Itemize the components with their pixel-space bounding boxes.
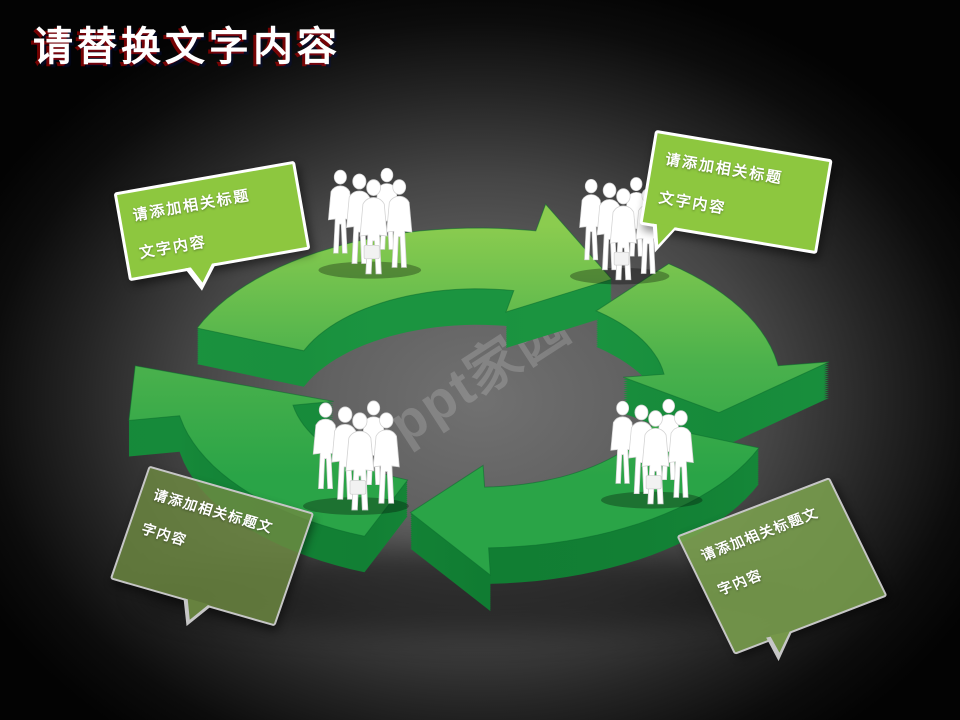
callout-body-text: 文字内容 [657, 189, 728, 218]
page-title: 请替换文字内容 [33, 25, 341, 69]
cycle-arrow-segment-1 [196, 203, 613, 387]
cycle-arrow-segment-2 [595, 263, 830, 449]
cycle-arrow-ring [128, 203, 830, 612]
callout-tail [653, 223, 676, 248]
callout-title-text: 请添加相关标题 [664, 151, 785, 188]
cycle-arrow-segment-3 [409, 424, 760, 612]
